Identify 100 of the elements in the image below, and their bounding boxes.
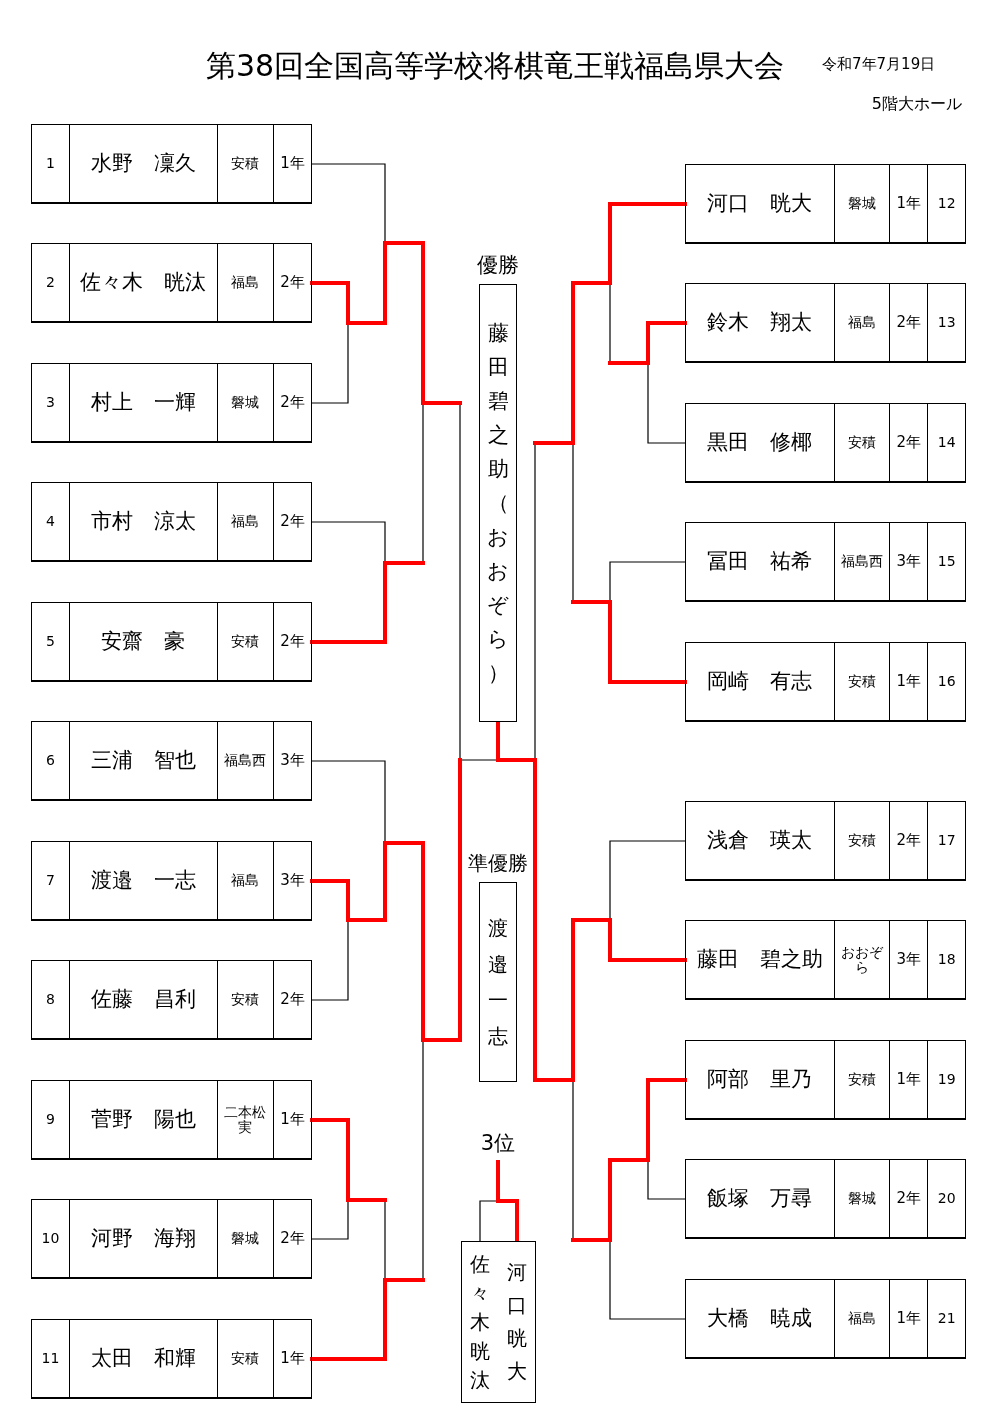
player-row <box>685 403 966 483</box>
seed-number: 13 <box>927 284 965 361</box>
grade-label: 3年 <box>273 842 311 919</box>
seed-number: 2 <box>44 272 56 292</box>
bracket-line <box>422 402 424 564</box>
seed-number: 9 <box>44 1109 56 1129</box>
seed-number: 8 <box>44 989 56 1009</box>
grade-label: 1年 <box>273 1320 311 1397</box>
player-row <box>31 1199 312 1279</box>
player-row <box>31 363 312 443</box>
bracket-line <box>311 1199 349 1240</box>
school-name: 福島西 <box>216 722 274 799</box>
player-row <box>685 283 966 363</box>
bracket-line <box>609 1239 686 1320</box>
player-row <box>31 243 312 323</box>
rank-heading: 優勝 <box>476 252 520 279</box>
seed-number: 19 <box>927 1041 965 1118</box>
school-name: 二本松実 <box>216 1081 274 1158</box>
grade-label: 1年 <box>889 1041 928 1118</box>
player-name: 水野 凜久 <box>68 125 217 202</box>
grade-label: 1年 <box>273 125 311 202</box>
grade-label: 1年 <box>889 1280 928 1357</box>
grade-label: 2年 <box>889 404 928 481</box>
player-row <box>31 1319 312 1399</box>
result-name-plate: 佐々木晄汰 <box>461 1241 499 1403</box>
bracket-line <box>609 561 686 603</box>
bracket-line <box>311 760 386 844</box>
bracket-line <box>384 1199 386 1281</box>
school-name: 磐城 <box>216 1200 274 1277</box>
player-row <box>31 124 312 204</box>
school-name: おおぞら <box>833 921 890 998</box>
player-name: 大橋 暁成 <box>706 1304 814 1332</box>
player-name: 村上 一輝 <box>68 364 217 441</box>
player-row <box>685 1040 966 1120</box>
bracket-line <box>459 402 461 761</box>
player-row <box>31 960 312 1040</box>
player-row <box>685 164 966 244</box>
grade-label: 2年 <box>273 364 311 441</box>
bracket-line <box>459 759 499 761</box>
player-name: 佐々木 晄汰 <box>68 244 217 321</box>
result-name-plate: 渡邉一志 <box>479 882 517 1082</box>
player-row <box>685 920 966 1000</box>
seed-number: 5 <box>44 631 56 651</box>
seed-number: 21 <box>927 1280 965 1357</box>
grade-label: 2年 <box>889 1160 928 1237</box>
grade-label: 2年 <box>273 483 311 560</box>
school-name: 安積 <box>833 802 890 879</box>
school-name: 安積 <box>216 603 274 680</box>
player-name: 鈴木 翔太 <box>706 308 814 336</box>
grade-label: 2年 <box>273 244 311 321</box>
player-name: 河野 海翔 <box>68 1200 217 1277</box>
player-name: 渡邉 一志 <box>68 842 217 919</box>
school-name: 福島 <box>833 1280 890 1357</box>
seed-number: 14 <box>927 404 965 481</box>
school-name: 安積 <box>216 961 274 1038</box>
player-name: 岡崎 有志 <box>706 667 814 695</box>
school-name: 福島 <box>216 244 274 321</box>
player-name: 河口 晄大 <box>706 189 814 217</box>
school-name: 福島西 <box>833 523 890 600</box>
bracket-line <box>311 521 386 564</box>
player-name: 三浦 智也 <box>68 722 217 799</box>
school-name: 磐城 <box>833 165 890 242</box>
seed-number: 18 <box>927 921 965 998</box>
grade-label: 2年 <box>889 284 928 361</box>
player-row <box>31 1080 312 1160</box>
grade-label: 1年 <box>889 165 928 242</box>
seed-number: 4 <box>44 511 56 531</box>
player-name: 菅野 陽也 <box>68 1081 217 1158</box>
school-name: 福島 <box>216 842 274 919</box>
player-row <box>685 642 966 722</box>
bracket-line <box>609 282 611 364</box>
player-name: 藤田 碧之助 <box>695 945 824 973</box>
venue-text: 5階大ホール <box>871 94 962 115</box>
player-name: 太田 和輝 <box>68 1320 217 1397</box>
seed-number: 7 <box>44 870 56 890</box>
rank-heading: 準優勝 <box>467 850 529 877</box>
player-name: 安齋 豪 <box>68 603 217 680</box>
result-name-plate: 藤田碧之助（おおぞら） <box>479 284 517 722</box>
school-name: 磐城 <box>216 364 274 441</box>
bracket-line <box>647 1159 686 1200</box>
grade-label: 1年 <box>273 1081 311 1158</box>
player-row <box>685 522 966 602</box>
title-heading: 第38回全国高等学校将棋竜王戦福島県大会 <box>206 47 785 85</box>
school-name: 磐城 <box>833 1160 890 1237</box>
result-name-plate: 河口晄大 <box>498 1241 536 1403</box>
player-row <box>31 841 312 921</box>
seed-number: 6 <box>44 750 56 770</box>
grade-label: 1年 <box>889 643 928 720</box>
school-name: 福島 <box>216 483 274 560</box>
grade-label: 2年 <box>889 802 928 879</box>
school-name: 安積 <box>216 1320 274 1397</box>
player-name: 阿部 里乃 <box>706 1065 814 1093</box>
school-name: 安積 <box>216 125 274 202</box>
seed-number: 20 <box>927 1160 965 1237</box>
bracket-line <box>609 840 686 921</box>
bracket-line <box>311 322 349 404</box>
seed-number: 11 <box>40 1348 61 1368</box>
player-name: 冨田 祐希 <box>706 547 814 575</box>
bracket-line <box>572 1079 574 1241</box>
player-name: 市村 涼太 <box>68 483 217 560</box>
